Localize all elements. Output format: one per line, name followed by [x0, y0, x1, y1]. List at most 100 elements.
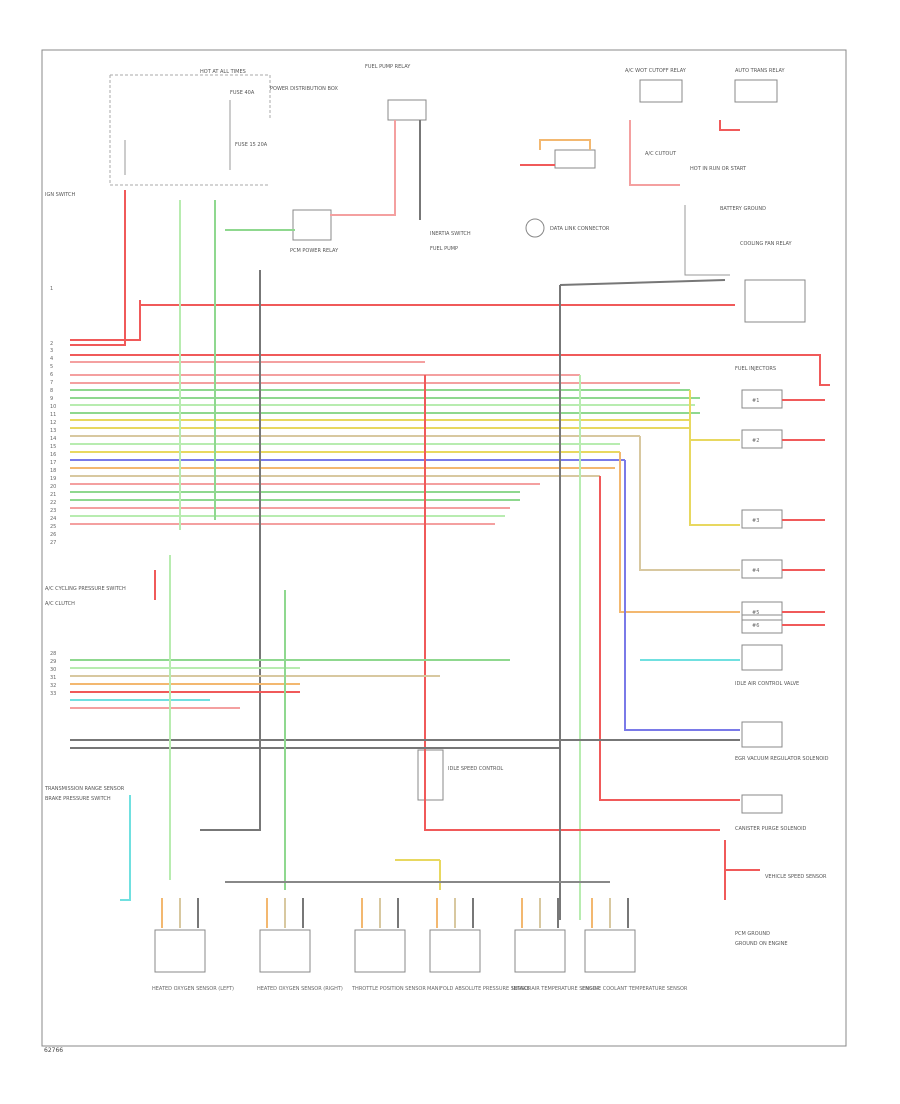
sensor-box-5 [514, 929, 566, 973]
pin-number-1: 1 [50, 286, 53, 292]
sensor-label-3: THROTTLE POSITION SENSOR [351, 986, 426, 992]
battery-ground-label: BATTERY GROUND [720, 206, 766, 212]
pin-number-24: 24 [50, 516, 56, 522]
injector-label-6: #6 [752, 623, 759, 629]
pin-number-2: 2 [50, 341, 53, 347]
injector-label-1: #1 [752, 398, 759, 404]
top-fuse-area: HOT AT ALL TIMES POWER DISTRIBUTION BOX … [45, 69, 338, 198]
fuel-pump-relay: FUEL PUMP RELAY INERTIA SWITCH FUEL PUMP [365, 64, 471, 252]
idle-air-feed [624, 460, 740, 731]
hot-in-run-label: HOT IN RUN OR START [690, 166, 747, 172]
pin-number-14: 14 [50, 436, 56, 442]
power-wire-2 [70, 300, 141, 341]
sensor-label-2: HEATED OXYGEN SENSOR (RIGHT) [257, 986, 343, 992]
pin-number-3: 3 [50, 348, 53, 354]
pin-number-7: 7 [50, 380, 53, 386]
injector-label-4: #4 [752, 568, 759, 574]
inertia-switch-label: INERTIA SWITCH [430, 231, 471, 237]
sensor-box-3 [354, 929, 406, 973]
power-distribution-box-label: POWER DISTRIBUTION BOX [270, 86, 338, 92]
injector-group: FUEL INJECTORS #1#2#3#4#5#6 [735, 366, 825, 634]
injector-label-3: #3 [752, 518, 759, 524]
pin-number-20: 20 [50, 484, 56, 490]
cooling-fan-block: BATTERY GROUND COOLING FAN RELAY [684, 205, 806, 323]
a-c-cutout-label: A/C CUTOUT [645, 151, 677, 157]
injector-box-4 [741, 559, 783, 579]
top-right-relays: A/C WOT CUTOFF RELAY AUTO TRANS RELAY A/… [525, 68, 785, 238]
sensor-label-1: HEATED OXYGEN SENSOR (LEFT) [152, 986, 234, 992]
fuse-20a-label: FUSE 15 20A [235, 142, 268, 148]
pcm-ground-note: GROUND ON ENGINE [735, 941, 788, 947]
sensor-label-5: INTAKE AIR TEMPERATURE SENSOR [512, 986, 600, 992]
speed-sensor-label: VEHICLE SPEED SENSOR [765, 874, 827, 880]
diagnostic-link-label: DATA LINK CONNECTOR [550, 226, 610, 232]
pin-number-27: 27 [50, 540, 56, 546]
injector-feed-3 [639, 436, 740, 571]
pin-number-19: 19 [50, 476, 56, 482]
injector-box-6 [741, 614, 783, 634]
hot-at-all-times-label: HOT AT ALL TIMES [200, 69, 246, 75]
pin-number-21: 21 [50, 492, 56, 498]
injector-box-1 [741, 389, 783, 409]
sensor-box-4 [429, 929, 481, 973]
a-c-wot-relay-label: A/C WOT CUTOFF RELAY [625, 68, 687, 74]
sensor-label-6: ENGINE COOLANT TEMPERATURE SENSOR [582, 986, 688, 992]
gray-top [559, 279, 726, 286]
pin-number-26: 26 [50, 532, 56, 538]
pin-number-25: 25 [50, 524, 56, 530]
ac-pink [629, 120, 680, 186]
pin-number-5: 5 [50, 364, 53, 370]
injector-feed-4 [619, 452, 740, 613]
pin-number-16: 16 [50, 452, 56, 458]
diagram-frame [41, 49, 847, 1047]
idle-speed-control: IDLE SPEED CONTROL [417, 749, 503, 801]
cyan-lower [120, 795, 131, 901]
sensor-label-4: MANIFOLD ABSOLUTE PRESSURE SENSOR [427, 986, 532, 992]
ground-wire-1 [200, 270, 261, 831]
pin-number-6: 6 [50, 372, 53, 378]
fuel-pump-relay-label: FUEL PUMP RELAY [365, 64, 411, 70]
wire-group [70, 120, 830, 920]
injector-feed-2 [689, 420, 740, 526]
pin-number-11: 11 [50, 412, 56, 418]
sensor-box-1 [154, 929, 206, 973]
sensor-box-6 [584, 929, 636, 973]
fuel-pump-label: FUEL PUMP [430, 246, 458, 252]
pin-number-17: 17 [50, 460, 56, 466]
ground-red [424, 375, 720, 831]
injector-box-5 [741, 601, 783, 621]
injector-label-5: #5 [752, 610, 759, 616]
right-component-2: EGR VACUUM REGULATOR SOLENOID [735, 756, 829, 762]
pin-number-13: 13 [50, 428, 56, 434]
relay-pink-feed [330, 120, 396, 216]
trans-red [719, 120, 740, 131]
pin-number-12: 12 [50, 420, 56, 426]
left-components: A/C CYCLING PRESSURE SWITCH A/C CLUTCH T… [44, 586, 126, 802]
pin-number-22: 22 [50, 500, 56, 506]
pin-number-10: 10 [50, 404, 56, 410]
ignition-switch-label: IGN SWITCH [45, 192, 76, 198]
right-component-3: CANISTER PURGE SOLENOID [735, 826, 807, 832]
left-component-4: BRAKE PRESSURE SWITCH [45, 796, 111, 802]
purge-feed [599, 476, 740, 801]
pin-number-31: 31 [50, 675, 56, 681]
pcm-power-relay-label: PCM POWER RELAY [290, 248, 339, 254]
diagram-code: 62766 [44, 1047, 63, 1054]
idle-speed-control-label: IDLE SPEED CONTROL [448, 766, 503, 772]
pin-number-group: 1234567891011121314151617181920212223242… [50, 286, 56, 697]
cooling-fan-relay-label: COOLING FAN RELAY [740, 241, 793, 247]
pin-number-4: 4 [50, 356, 53, 362]
injector-box-2 [741, 429, 783, 449]
pin-number-32: 32 [50, 683, 56, 689]
pin-number-29: 29 [50, 659, 56, 665]
pin-number-9: 9 [50, 396, 53, 402]
injector-label-2: #2 [752, 438, 759, 444]
left-component-3: TRANSMISSION RANGE SENSOR [44, 786, 125, 792]
auto-trans-relay-label: AUTO TRANS RELAY [735, 68, 785, 74]
left-component-1: A/C CYCLING PRESSURE SWITCH [45, 586, 126, 592]
pin-number-33: 33 [50, 691, 56, 697]
power-wire-4 [70, 354, 830, 386]
orange-loop [539, 139, 591, 150]
pin-number-15: 15 [50, 444, 56, 450]
